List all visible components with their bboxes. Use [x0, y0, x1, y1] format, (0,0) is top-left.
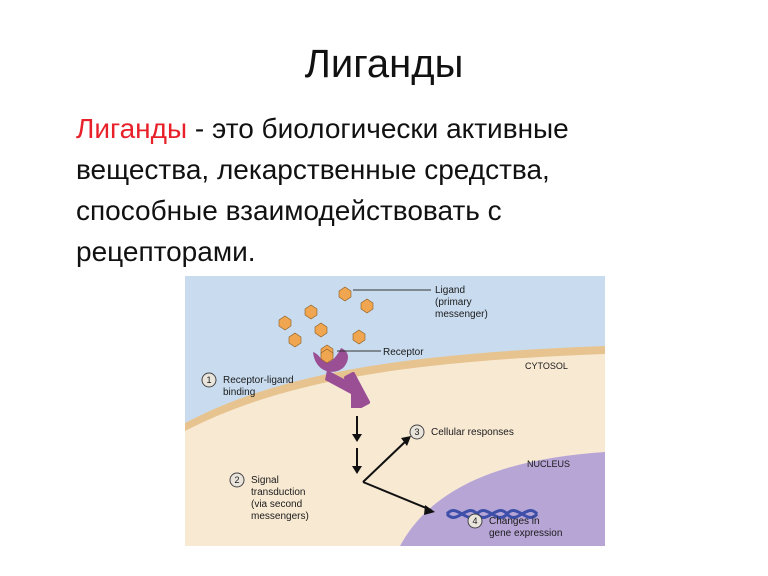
step-number-badge — [409, 424, 425, 440]
step-number: 2 — [234, 475, 239, 485]
receptor-label: Receptor — [383, 347, 424, 358]
definition-term: Лиганды — [76, 113, 188, 144]
ligand-molecule — [278, 315, 292, 331]
step-number-badge — [201, 372, 217, 388]
ligand-label-line: (primary — [435, 297, 472, 308]
ligand-molecule — [304, 304, 318, 320]
step-number: 1 — [206, 375, 211, 385]
dna-helix-icon — [445, 509, 539, 519]
step-label-line: messengers) — [251, 511, 309, 522]
bound-ligand — [320, 348, 334, 364]
step-1: 1 Receptor-ligand binding — [201, 372, 294, 398]
signal-arrows — [352, 416, 435, 515]
ligand-molecule — [360, 298, 374, 314]
definition-line-1: Лиганды - это биологически активные — [76, 108, 716, 149]
ligand-molecule — [314, 322, 328, 338]
ligand-molecule — [288, 332, 302, 348]
step-label-line: transduction — [251, 487, 305, 498]
step-label-line: gene expression — [489, 528, 562, 539]
step-number-badge — [467, 513, 483, 529]
step-label-line: (via second — [251, 499, 302, 510]
definition-text: Лиганды - это биологически активные веще… — [76, 108, 716, 272]
step-4: 4 Changes in gene expression — [467, 513, 562, 539]
definition-line-2: вещества, лекарственные средства, — [76, 154, 550, 185]
definition-line-1-rest: это биологически активные — [212, 113, 569, 144]
step-label-line: Signal — [251, 475, 279, 486]
step-label-line: binding — [223, 387, 255, 398]
step-label-line: Changes in — [489, 516, 540, 527]
ligand-label: Ligand (primary messenger) — [435, 285, 488, 320]
receptor-ligand-diagram: Ligand (primary messenger) Receptor CYTO… — [185, 276, 605, 546]
nucleus-label: NUCLEUS — [527, 459, 570, 469]
ligand-molecule — [338, 286, 352, 302]
definition-dash: - — [187, 113, 213, 144]
step-2: 2 Signal transduction (via second messen… — [229, 472, 309, 522]
ligand-label-line: Ligand — [435, 285, 465, 296]
cytosol-label: CYTOSOL — [525, 361, 568, 371]
ligand-molecule — [352, 329, 366, 345]
receptor-protein — [313, 348, 371, 409]
step-label-line: Receptor-ligand — [223, 375, 294, 386]
diagram-canvas: Ligand (primary messenger) Receptor CYTO… — [185, 276, 605, 546]
step-number: 3 — [414, 427, 419, 437]
step-number: 4 — [472, 516, 477, 526]
slide-title: Лиганды — [304, 42, 464, 86]
ligand-molecules — [278, 286, 374, 360]
step-3: 3 Cellular responses — [409, 424, 514, 440]
step-number-badge — [229, 472, 245, 488]
definition-line-3: способные взаимодействовать с — [76, 195, 502, 226]
ligand-label-line: messenger) — [435, 309, 488, 320]
step-label-line: Cellular responses — [431, 427, 514, 438]
definition-line-4: рецепторами. — [76, 236, 256, 267]
nucleus-region — [400, 452, 605, 546]
